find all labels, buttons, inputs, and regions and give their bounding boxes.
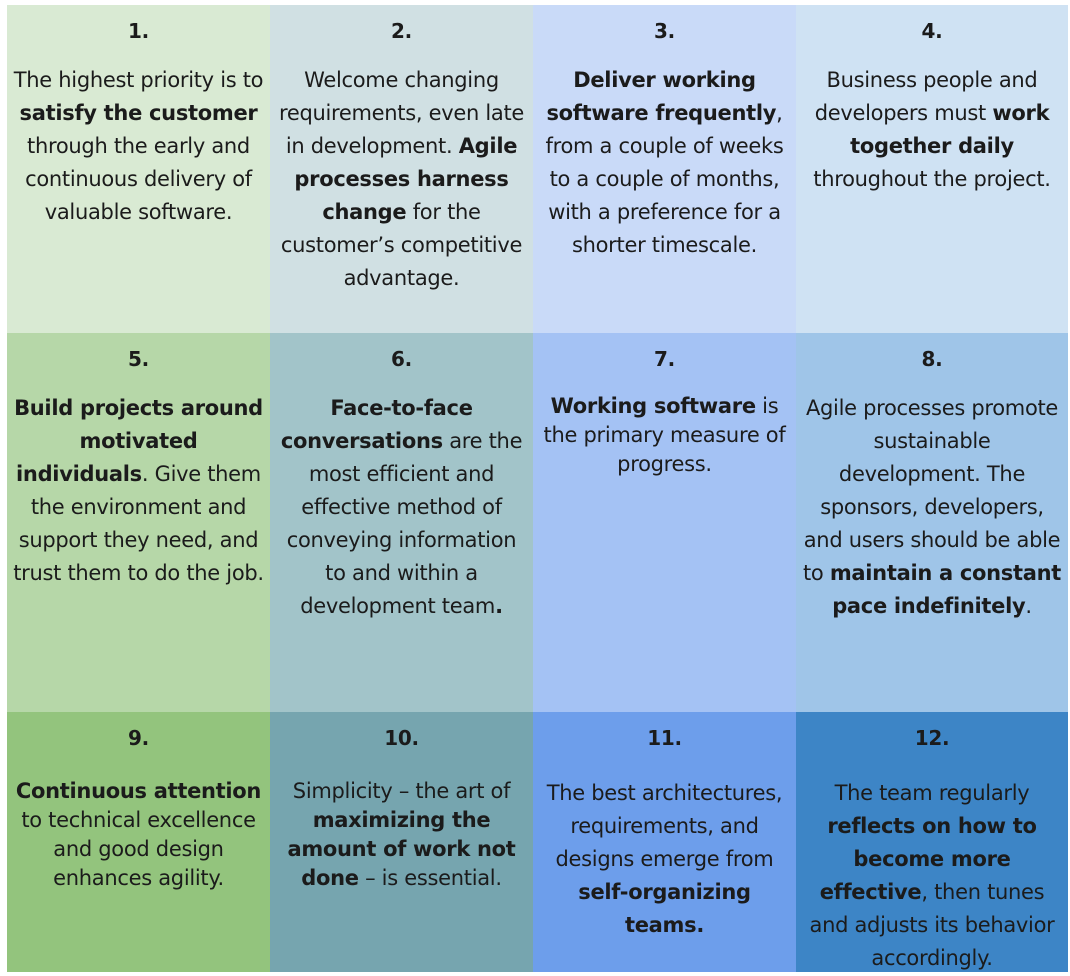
principle-text: Working software is the primary measure … bbox=[539, 392, 790, 479]
principle-text: Continuous attention to technical excell… bbox=[13, 777, 264, 893]
principle-text-segment: The team regularly bbox=[834, 781, 1030, 805]
principle-cell-7: 7. Working software is the primary measur… bbox=[533, 333, 796, 712]
principle-text-segment: throughout the project. bbox=[813, 167, 1051, 191]
principle-text-segment: . Give them the environment and support … bbox=[13, 462, 264, 585]
principle-number: 4. bbox=[921, 19, 943, 43]
principle-text: The highest priority is to satisfy the c… bbox=[13, 64, 264, 229]
principle-text-bold: maximizing the amount of work not done bbox=[287, 808, 516, 890]
principle-number: 9. bbox=[128, 726, 149, 750]
principle-cell-5: 5. Build projects around motivated indivi… bbox=[7, 333, 270, 712]
principle-cell-2: 2. Welcome changing requirements, even la… bbox=[270, 5, 533, 333]
principle-text: Business people and developers must work… bbox=[802, 64, 1062, 196]
principle-text-bold: Face-to-face conversations bbox=[280, 396, 473, 453]
principle-text: The best architectures, requirements, an… bbox=[539, 777, 790, 942]
principle-cell-9: 9. Continuous attention to technical exce… bbox=[7, 712, 270, 972]
principle-number: 5. bbox=[128, 347, 149, 371]
principle-number: 3. bbox=[654, 19, 675, 43]
principle-cell-12: 12. The team regularly reflects on how to… bbox=[796, 712, 1068, 972]
principle-text-segment: , then tunes and adjusts its behavior ac… bbox=[809, 880, 1055, 970]
principle-number: 8. bbox=[921, 347, 943, 371]
principle-text-bold: work together daily bbox=[850, 101, 1050, 158]
principle-text-bold: . bbox=[495, 594, 503, 618]
principle-text-bold: self-organizing teams. bbox=[578, 880, 751, 937]
principle-text-bold: Agile processes harness change bbox=[294, 134, 518, 224]
principle-text-bold: Deliver working software frequently bbox=[546, 68, 777, 125]
principle-text-segment: Agile processes promote sustainable deve… bbox=[802, 396, 1061, 585]
principle-text-bold: satisfy the customer bbox=[19, 101, 258, 125]
principle-text-segment: The best architectures, requirements, an… bbox=[546, 781, 783, 871]
principle-text: Deliver working software frequently, fro… bbox=[539, 64, 790, 262]
principle-text-segment: The highest priority is to bbox=[13, 68, 264, 92]
principle-cell-6: 6. Face-to-face conversations are the mos… bbox=[270, 333, 533, 712]
principle-text-bold: Continuous attention bbox=[15, 779, 262, 803]
principle-text-bold: Build projects around motivated individu… bbox=[14, 396, 263, 486]
principle-cell-8: 8. Agile processes promote sustainable de… bbox=[796, 333, 1068, 712]
principle-text-segment: – is essential. bbox=[358, 866, 502, 890]
principle-cell-4: 4. Business people and developers must wo… bbox=[796, 5, 1068, 333]
principle-text-segment: to technical excellence and good design … bbox=[21, 808, 256, 890]
principle-text-segment: Simplicity – the art of bbox=[292, 779, 511, 803]
principle-number: 2. bbox=[391, 19, 412, 43]
principle-text: Agile processes promote sustainable deve… bbox=[802, 392, 1062, 623]
principle-text: Build projects around motivated individu… bbox=[13, 392, 264, 590]
principle-text-segment: Welcome changing requirements, even late… bbox=[278, 68, 525, 158]
agile-principles-grid: 1. The highest priority is to satisfy the… bbox=[7, 5, 1068, 972]
principle-text-bold: maintain a constant pace indefinitely bbox=[829, 561, 1062, 618]
principle-cell-1: 1. The highest priority is to satisfy the… bbox=[7, 5, 270, 333]
principle-text-segment: Business people and developers must bbox=[814, 68, 1038, 125]
principle-text: Simplicity – the art of maximizing the a… bbox=[276, 777, 527, 893]
principle-cell-3: 3. Deliver working software frequently, f… bbox=[533, 5, 796, 333]
principle-number: 11. bbox=[647, 726, 682, 750]
principle-number: 6. bbox=[391, 347, 412, 371]
principle-text-segment: , from a couple of weeks to a couple of … bbox=[545, 101, 784, 257]
principle-cell-10: 10. Simplicity – the art of maximizing th… bbox=[270, 712, 533, 972]
principle-number: 10. bbox=[384, 726, 419, 750]
principle-text: Face-to-face conversations are the most … bbox=[276, 392, 527, 623]
principle-text-segment: through the early and continuous deliver… bbox=[25, 134, 252, 224]
principle-text-segment: is the primary measure of progress. bbox=[543, 394, 786, 476]
principle-number: 12. bbox=[914, 726, 950, 750]
principle-text-segment: . bbox=[1025, 594, 1032, 618]
principle-text-bold: reflects on how to become more effective bbox=[819, 814, 1037, 904]
principle-text-segment: for the customer’s competitive advantage… bbox=[280, 200, 523, 290]
principle-cell-11: 11. The best architectures, requirements,… bbox=[533, 712, 796, 972]
principle-number: 1. bbox=[128, 19, 149, 43]
principle-text-bold: Working software bbox=[550, 394, 756, 418]
principle-text: The team regularly reflects on how to be… bbox=[802, 777, 1062, 975]
principle-number: 7. bbox=[654, 347, 675, 371]
principle-text-segment: are the most efficient and effective met… bbox=[286, 429, 523, 618]
principle-text: Welcome changing requirements, even late… bbox=[276, 64, 527, 295]
